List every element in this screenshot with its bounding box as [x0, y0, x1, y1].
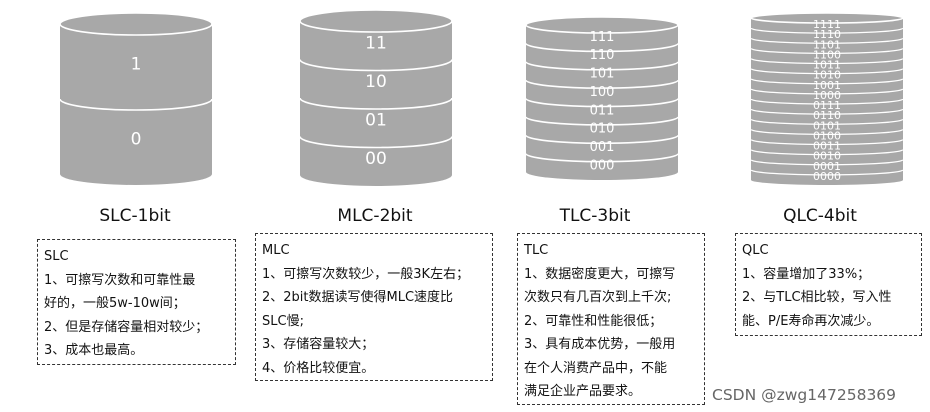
qlc-layer-label: 0000	[813, 170, 841, 183]
slc-title: SLC-1bit	[60, 206, 210, 226]
tlc-layer-label: 001	[590, 140, 615, 155]
slc-layer-label: 1	[131, 55, 142, 75]
qlc-description-box: QLC 1、容量增加了33%； 2、与TLC相比较，写入性 能、P/E寿命再次减…	[735, 233, 922, 336]
tlc-title: TLC-3bit	[520, 206, 670, 226]
tlc-line-6: 满足企业产品要求。	[524, 380, 698, 404]
tlc-layer-label: 101	[590, 67, 615, 82]
qlc-line-3: 能、P/E寿命再次减少。	[742, 310, 915, 334]
slc-line-0: SLC	[44, 245, 229, 269]
slc-cylinder: 10	[60, 13, 212, 185]
slc-line-3: 2、但是存储容量相对较少；	[44, 316, 229, 340]
slc-line-1: 1、可擦写次数和可靠性最	[44, 269, 229, 293]
mlc-line-3: SLC慢;	[262, 310, 486, 334]
mlc-line-0: MLC	[262, 239, 486, 263]
mlc-cylinder-top	[300, 10, 452, 32]
tlc-line-0: TLC	[524, 239, 698, 263]
tlc-line-4: 3、具有成本优势，一般用	[524, 333, 698, 357]
qlc-line-1: 1、容量增加了33%；	[742, 263, 915, 287]
csdn-watermark: CSDN @zwg147258369	[712, 386, 896, 404]
mlc-layer-label: 01	[365, 110, 387, 130]
mlc-cylinder: 11 10 01 00	[300, 10, 452, 186]
tlc-line-1: 1、数据密度更大，可擦写	[524, 263, 698, 287]
tlc-layer-label: 100	[590, 85, 615, 100]
slc-cylinder-body	[60, 24, 212, 185]
slc-line-4: 3、成本也最高。	[44, 339, 229, 363]
cylinders-diagram: 1011100100111110101100011010001000111111…	[0, 0, 930, 200]
tlc-layer-label: 011	[590, 103, 615, 118]
qlc-cylinder: 1111111011011100101110101001100001110110…	[751, 13, 903, 185]
slc-description-box: SLC 1、可擦写次数和可靠性最 好的，一般5w-10w间； 2、但是存储容量相…	[37, 239, 236, 365]
slc-cylinder-top	[60, 13, 212, 35]
mlc-line-4: 3、存储容量较大；	[262, 333, 486, 357]
tlc-line-5: 在个人消费产品中，不能	[524, 357, 698, 381]
mlc-line-2: 2、2bit数据读写使得MLC速度比	[262, 286, 486, 310]
tlc-layer-label: 000	[590, 158, 615, 173]
qlc-line-0: QLC	[742, 239, 915, 263]
mlc-layer-label: 10	[365, 72, 387, 92]
mlc-description-box: MLC 1、可擦写次数较少，一般3K左右； 2、2bit数据读写使得MLC速度比…	[255, 233, 493, 381]
tlc-layer-label: 111	[590, 30, 615, 45]
qlc-line-2: 2、与TLC相比较，写入性	[742, 286, 915, 310]
mlc-layer-label: 00	[365, 149, 387, 169]
slc-layer-label: 0	[131, 130, 142, 150]
tlc-layer-label: 010	[590, 122, 615, 137]
tlc-layer-label: 110	[590, 48, 615, 63]
qlc-title: QLC-4bit	[745, 206, 895, 226]
mlc-layer-label: 11	[365, 33, 387, 53]
tlc-line-3: 2、可靠性和性能很低；	[524, 310, 698, 334]
tlc-description-box: TLC 1、数据密度更大，可擦写 次数只有几百次到上千次; 2、可靠性和性能很低…	[517, 233, 705, 405]
mlc-title: MLC-2bit	[300, 206, 450, 226]
tlc-line-2: 次数只有几百次到上千次;	[524, 286, 698, 310]
slc-line-2: 好的，一般5w-10w间；	[44, 292, 229, 316]
mlc-line-5: 4、价格比较便宜。	[262, 357, 486, 381]
mlc-line-1: 1、可擦写次数较少，一般3K左右；	[262, 263, 486, 287]
tlc-cylinder: 111 110 101 100 011 010 001 000	[526, 17, 678, 180]
